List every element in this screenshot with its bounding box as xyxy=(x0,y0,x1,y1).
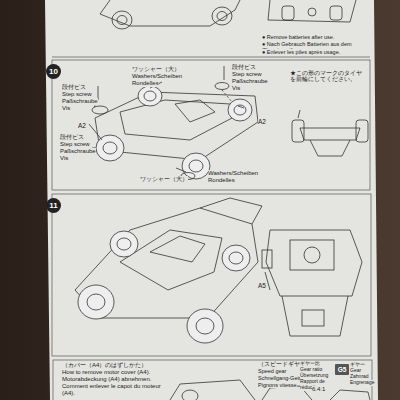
label-text: Übersetzung xyxy=(300,373,328,379)
label-text: Vis xyxy=(62,105,70,112)
label-text: Step screw xyxy=(60,141,90,148)
label-text: 段付ビス xyxy=(60,134,84,141)
label-text: Paßschraube xyxy=(60,148,96,155)
label-text: Engrenage xyxy=(350,380,374,386)
label-text: ギヤー xyxy=(350,362,365,368)
label-text: Gear ratio xyxy=(300,367,322,373)
label-text: （カバー（A4）のはずしかた） xyxy=(62,362,147,369)
label-text: A2 xyxy=(258,118,266,125)
label-text: Motorabdeckung (A4) abnehmen. xyxy=(62,376,151,383)
label-text: Pignons vitesse xyxy=(258,382,297,388)
label-text: Gear xyxy=(350,368,361,374)
node-text: 10 xyxy=(49,67,58,76)
label-text: Step screw xyxy=(232,71,262,78)
label-text: Rondelles xyxy=(208,177,235,184)
step-number: 10 xyxy=(46,64,61,79)
label-text: 6.4:1 xyxy=(312,386,325,393)
label-text: Zahnrad xyxy=(350,374,369,380)
label-text: Paßschraube xyxy=(232,78,268,85)
label-text: Washers/Scheiben xyxy=(132,73,182,80)
node-text: 11 xyxy=(49,201,57,210)
label-text: Washers/Scheiben xyxy=(208,170,258,177)
label-text: A2 xyxy=(78,122,86,129)
label-text: How to remove motor cover (A4). xyxy=(62,369,150,376)
label-text: Rondelles xyxy=(132,80,159,87)
gear-code-box: G5 xyxy=(335,364,349,375)
label-text: A5 xyxy=(258,282,266,289)
label-text: ワッシャー（大） xyxy=(140,176,188,183)
node-text: G5 xyxy=(338,366,347,373)
label-text: Comment enlever le capot du moteur (A4). xyxy=(62,383,167,397)
label-text: ● Remove batteries after use. xyxy=(262,34,334,40)
label-text: Speed gear xyxy=(258,368,286,374)
label-text: ワッシャー（大） xyxy=(132,66,180,73)
label-text: ● Enlever les piles après usage. xyxy=(262,49,340,55)
step-number: 11 xyxy=(46,198,61,213)
label-text: 段付ビス xyxy=(62,84,86,91)
label-text: Paßschraube xyxy=(62,98,98,105)
label-text: Step screw xyxy=(62,91,92,98)
label-text: 段付ビス xyxy=(232,64,256,71)
label-text: Vis xyxy=(60,155,68,162)
label-text: ギヤー比 xyxy=(300,361,320,367)
label-text: ★この形のマークのタイヤを前輪にしてください。 xyxy=(290,70,366,83)
label-text: Vis xyxy=(232,85,240,92)
